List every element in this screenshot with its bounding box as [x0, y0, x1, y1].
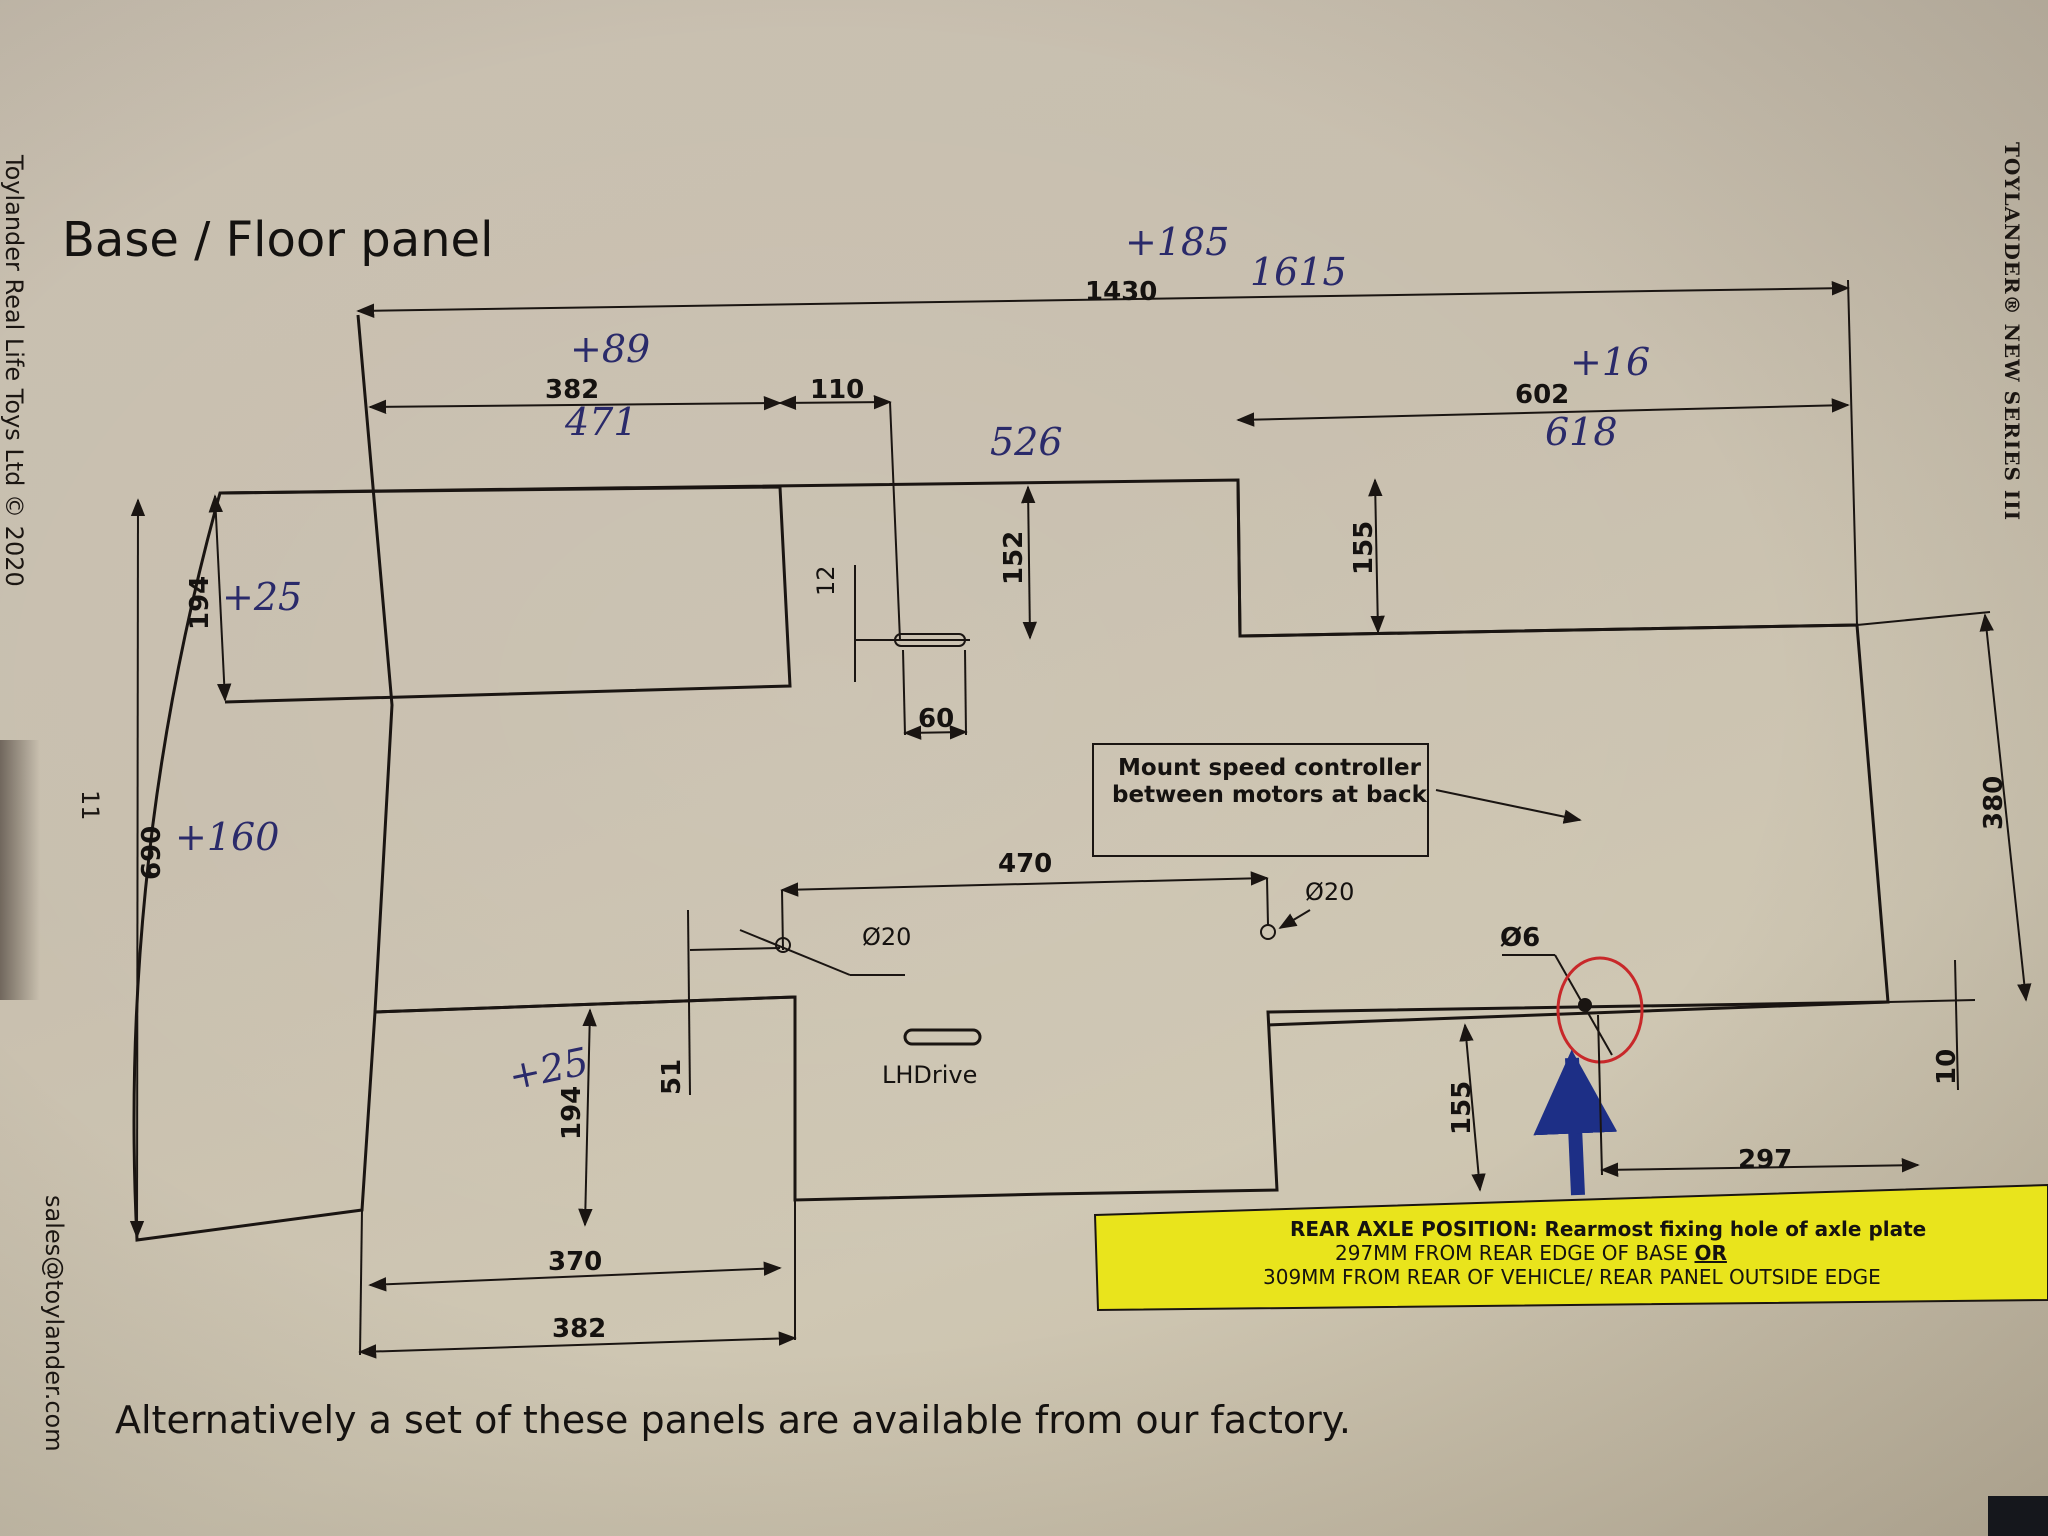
- dim-line-slot-offset: [778, 394, 892, 411]
- dim-slot-width: 60: [918, 704, 954, 734]
- axle-hole: [1578, 998, 1592, 1012]
- page-title: Base / Floor panel: [62, 212, 493, 268]
- dim-bottom-left-cutout-depth: 194: [557, 1086, 587, 1140]
- hand-mid-total: 526: [990, 420, 1063, 464]
- dim-top-right-cutout-depth: 155: [1349, 521, 1379, 575]
- hole-right-diameter: Ø20: [1305, 878, 1354, 906]
- dim-top-left-cutout-width: 382: [545, 375, 599, 405]
- dim-line-top-left-depth: [208, 494, 232, 702]
- dim-overall-length: 1430: [1085, 277, 1157, 307]
- hole-right-leader: [1278, 909, 1311, 929]
- dim-bottom-left-offset: 51: [657, 1059, 687, 1095]
- dim-line-overall-length: [356, 281, 1850, 318]
- bottom-right-cutout: [1267, 1000, 1889, 1027]
- left-inner-edge: [356, 314, 394, 1013]
- hand-left-add: +89: [570, 327, 650, 371]
- bottom-left-cutout: [374, 995, 796, 1014]
- dim-line-overall-width: [129, 498, 146, 1239]
- hand-right-total: 618: [1545, 410, 1618, 454]
- hand-right-add: +16: [1570, 340, 1650, 384]
- dim-line-bottom-right-depth: [1459, 1023, 1486, 1192]
- series-text: TOYLANDER® NEW SERIES III: [2000, 142, 2024, 521]
- ext-line-297: [1597, 1014, 1603, 1176]
- ext-line-10: [1887, 999, 1976, 1003]
- ext-line-slot: [889, 401, 901, 641]
- dim-rear-step: 10: [1932, 1049, 1962, 1085]
- dim-line-top-right-depth: [1368, 478, 1385, 634]
- dim-line-hole-spacing: [780, 871, 1269, 897]
- lh-drive-slot: [903, 1028, 982, 1046]
- ext-line-right: [1847, 279, 1858, 626]
- dim-line-top-right-width: [1236, 398, 1850, 427]
- rear-axle-note-line1: REAR AXLE POSITION: Rearmost fixing hole…: [1290, 1217, 1926, 1241]
- dim-line-bottom-inner: [368, 1261, 782, 1292]
- footer-text: Alternatively a set of these panels are …: [115, 1398, 1351, 1442]
- dim-line-bottom-outer: [358, 1331, 797, 1359]
- axle-blue-arrow: [1533, 1049, 1618, 1196]
- dim-line-rear-step: [1954, 959, 1959, 1091]
- ext-line-51: [689, 947, 781, 951]
- hand-width-add: +160: [175, 815, 279, 859]
- axle-hole-highlight-circle: [1556, 956, 1644, 1064]
- dim-bottom-right-cutout-depth: 155: [1447, 1081, 1477, 1135]
- hole-right: [1260, 924, 1276, 940]
- dim-line-bottom-left-offset: [687, 909, 691, 1096]
- rear-axle-note-line2a: 297MM FROM REAR EDGE OF BASE: [1335, 1241, 1695, 1265]
- dim-line-slot-width: [903, 725, 968, 740]
- lh-drive-label: LHDrive: [882, 1061, 977, 1089]
- ext-line-380-top: [1856, 611, 1991, 626]
- rear-axle-note-line2: 297MM FROM REAR EDGE OF BASE OR: [1335, 1241, 1727, 1265]
- rear-axle-note-or: OR: [1695, 1241, 1727, 1265]
- dim-hole-spacing: 470: [998, 849, 1052, 879]
- rear-axle-note-box: [1093, 1183, 2048, 1312]
- background-corner: [1988, 1496, 2048, 1536]
- dim-slot-depth: 152: [999, 531, 1029, 585]
- dim-top-left-cutout-depth: 194: [185, 576, 215, 630]
- dim-line-top-left-width: [368, 395, 782, 415]
- hand-overall-total: 1615: [1250, 250, 1347, 294]
- ext-line-slot-right: [964, 649, 967, 736]
- speed-controller-line2: between motors at back: [1112, 782, 1428, 808]
- ext-line-bottom-left: [359, 1209, 363, 1356]
- email-text: sales@toylander.com: [40, 1195, 68, 1452]
- ext-line-slot-left: [902, 649, 906, 736]
- axle-hole-diameter: Ø6: [1500, 923, 1540, 953]
- copyright-text: Toylander Real Life Toys Ltd © 2020: [0, 154, 28, 587]
- dim-slot-height: 12: [812, 565, 840, 596]
- dim-bottom-left-outer-width: 382: [552, 1314, 606, 1344]
- top-left-cutout: [219, 485, 792, 704]
- speed-controller-line1: Mount speed controller: [1118, 755, 1422, 781]
- dim-right-width: 380: [1979, 776, 2009, 830]
- dim-top-right-cutout-width: 602: [1515, 380, 1569, 410]
- hand-overall-add: +185: [1125, 220, 1229, 264]
- dim-line-slot-depth: [1021, 485, 1037, 640]
- dim-line-bottom-left-depth: [578, 1008, 597, 1227]
- dim-bottom-left-inner-width: 370: [548, 1247, 602, 1277]
- page-number: 11: [76, 790, 104, 821]
- hand-depth-add-top: +25: [222, 575, 302, 619]
- speed-controller-box: [1092, 743, 1429, 857]
- dim-slot-offset: 110: [810, 375, 864, 405]
- ext-line-hole-left: [781, 889, 784, 951]
- ext-line-hole-right: [1266, 877, 1269, 926]
- hand-left-total: 471: [564, 400, 638, 444]
- dim-line-right-width: [1979, 613, 2032, 1002]
- hole-left-diameter: Ø20: [862, 923, 911, 951]
- top-right-cutout: [1236, 479, 1858, 638]
- page-shadow: [0, 740, 40, 1000]
- speed-controller-leader: [1435, 789, 1582, 824]
- dim-overall-width: 690: [137, 826, 167, 880]
- dim-axle-from-rear: 297: [1738, 1145, 1792, 1175]
- hole-left-leader: [739, 929, 851, 976]
- rear-axle-note-line3: 309MM FROM REAR OF VEHICLE/ REAR PANEL O…: [1263, 1265, 1881, 1289]
- dim-line-axle-from-rear: [1600, 1158, 1920, 1177]
